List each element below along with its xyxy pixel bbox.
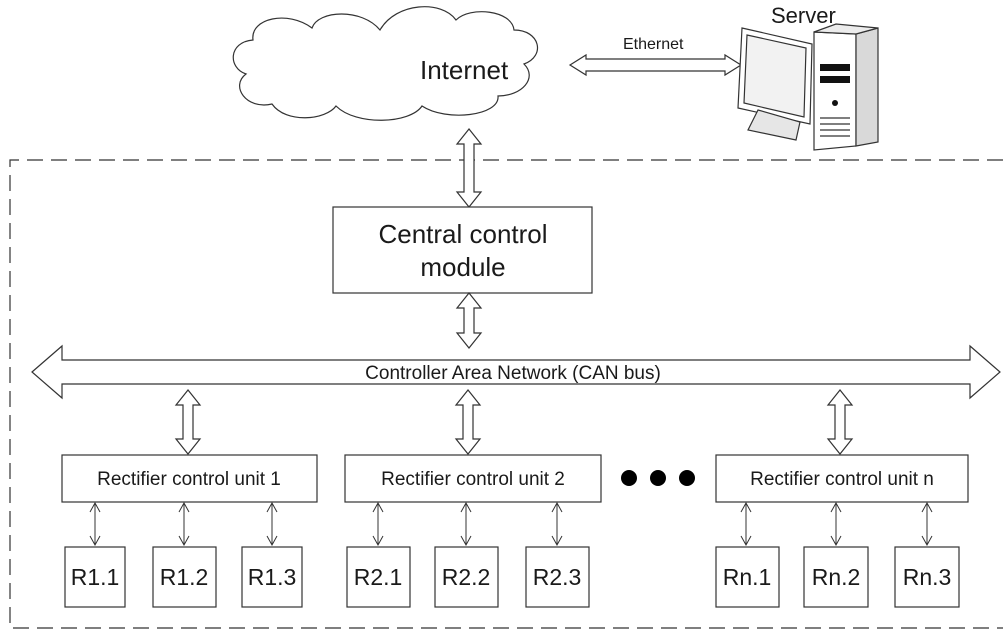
unit-rectifier-links bbox=[89, 501, 933, 547]
rectifier-rn-2-label: Rn.2 bbox=[812, 564, 861, 590]
internet-label: Internet bbox=[420, 55, 509, 85]
server-computer-icon bbox=[737, 23, 879, 151]
central-control-module bbox=[332, 206, 593, 294]
unit-n-r3-arrow bbox=[921, 501, 933, 547]
unit-1-r1-arrow bbox=[89, 501, 101, 547]
rectifier-rn-3 bbox=[894, 546, 960, 608]
rectifier-control-unit-n bbox=[715, 454, 969, 503]
rectifier-rn-1 bbox=[715, 546, 780, 608]
ethernet-label: Ethernet bbox=[623, 36, 684, 53]
rectifier-r2-3 bbox=[525, 546, 590, 608]
unit-1-r2-arrow bbox=[178, 501, 190, 547]
rectifier-control-unit-2 bbox=[344, 454, 602, 503]
ellipsis-dots bbox=[621, 470, 695, 486]
unit-2-r1-arrow bbox=[372, 501, 384, 547]
server-label: Server bbox=[771, 3, 836, 28]
unit-2-r3-arrow bbox=[551, 501, 563, 547]
can-bus-label: Controller Area Network (CAN bus) bbox=[365, 363, 661, 384]
can-bus-arrow bbox=[31, 344, 1001, 400]
central-module-label-line2: module bbox=[420, 252, 505, 282]
rectifier-rn-2 bbox=[803, 546, 869, 608]
rectifier-r2-3-label: R2.3 bbox=[533, 564, 582, 590]
rectifier-control-unit-n-label: Rectifier control unit n bbox=[750, 469, 934, 490]
rectifier-r1-2 bbox=[152, 546, 217, 608]
rectifier-rn-1-label: Rn.1 bbox=[723, 564, 772, 590]
internet-central-link-arrow bbox=[455, 128, 483, 208]
rectifier-r1-3 bbox=[241, 546, 303, 608]
rectifier-r2-2-label: R2.2 bbox=[442, 564, 491, 590]
rectifier-r2-2 bbox=[434, 546, 499, 608]
system-boundary bbox=[9, 159, 1003, 629]
rectifier-r1-3-label: R1.3 bbox=[248, 564, 297, 590]
central-can-link-arrow bbox=[455, 292, 483, 349]
unit-1-r3-arrow bbox=[266, 501, 278, 547]
central-module-label-line1: Central control bbox=[378, 219, 547, 249]
can-unit-n-link-arrow bbox=[826, 389, 854, 455]
can-unit-1-link-arrow bbox=[174, 389, 202, 455]
unit-n-r2-arrow bbox=[830, 501, 842, 547]
unit-2-r2-arrow bbox=[460, 501, 472, 547]
rectifier-r2-1-label: R2.1 bbox=[354, 564, 403, 590]
internet-cloud bbox=[232, 6, 539, 121]
unit-n-r1-arrow bbox=[740, 501, 752, 547]
rectifier-rn-3-label: Rn.3 bbox=[903, 564, 952, 590]
ethernet-link-arrow bbox=[568, 53, 743, 77]
rectifier-r1-1-label: R1.1 bbox=[71, 564, 120, 590]
can-unit-2-link-arrow bbox=[454, 389, 482, 455]
rectifier-control-unit-1 bbox=[61, 454, 318, 503]
rectifier-r1-2-label: R1.2 bbox=[160, 564, 209, 590]
rectifier-r2-1 bbox=[346, 546, 411, 608]
rectifier-control-unit-1-label: Rectifier control unit 1 bbox=[97, 469, 281, 490]
rectifier-control-unit-2-label: Rectifier control unit 2 bbox=[381, 469, 565, 490]
rectifier-r1-1 bbox=[64, 546, 126, 608]
